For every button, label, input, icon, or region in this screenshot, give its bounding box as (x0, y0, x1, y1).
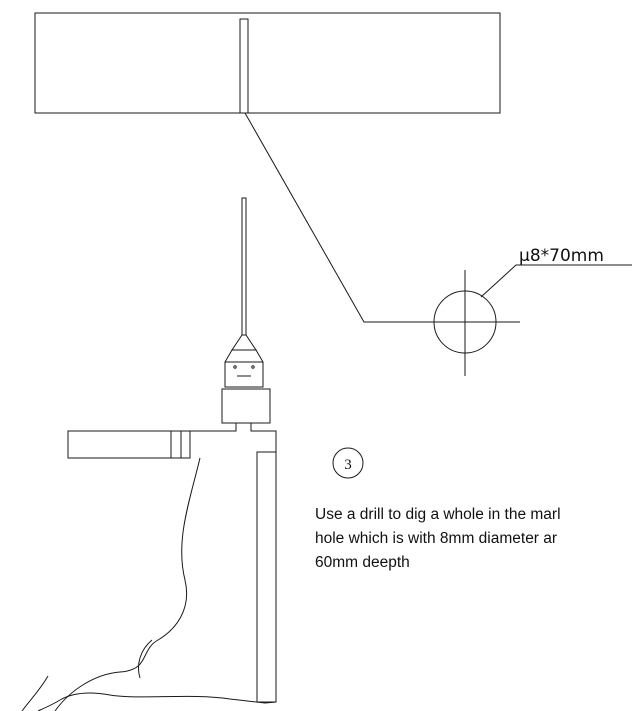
chuck-dot-right (251, 365, 255, 369)
drill-bit (241, 197, 247, 336)
instruction-line-2: hole which is with 8mm diameter ar (315, 530, 557, 547)
hole-detail: µ8*70mm (418, 246, 632, 376)
drill-body-outline (37, 422, 277, 711)
instruction-text: Use a drill to dig a whole in the marl h… (315, 506, 561, 571)
chuck-tip (231, 334, 257, 351)
step-indicator: 3 (332, 447, 364, 479)
dimension-leader (480, 264, 632, 298)
leader-line (244, 112, 418, 323)
marked-slot (239, 18, 249, 114)
chuck-body (224, 349, 264, 388)
hand-lower-edge (21, 675, 49, 711)
wall-panel (34, 12, 501, 114)
side-handle (67, 430, 191, 459)
side-handle-ring (170, 430, 182, 459)
hand-contour (54, 457, 201, 711)
wall-outline (34, 12, 501, 114)
trigger-grip (256, 451, 277, 703)
hand-fold (138, 639, 153, 679)
drill (21, 197, 277, 711)
instruction-line-3: 60mm deepth (315, 554, 410, 571)
chuck-dot-left (233, 365, 237, 369)
step-number: 3 (344, 457, 352, 473)
step-circle (332, 447, 364, 479)
instruction-line-1: Use a drill to dig a whole in the marl (315, 506, 561, 523)
drill-collar (221, 388, 271, 424)
dimension-label: µ8*70mm (519, 246, 604, 266)
